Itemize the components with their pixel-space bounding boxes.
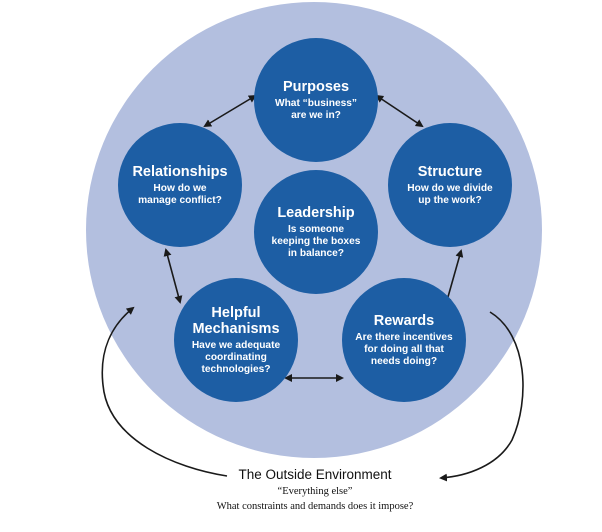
node-relationships-title: Relationships xyxy=(132,163,228,180)
arrow-purposes-structure xyxy=(375,94,424,128)
node-mechanisms-question: Have we adequate coordinating technologi… xyxy=(191,339,281,375)
node-relationships: Relationships How do we manage conflict? xyxy=(118,123,242,247)
node-leadership-title: Leadership xyxy=(277,204,355,221)
node-leadership-question: Is someone keeping the boxes in balance? xyxy=(271,223,361,259)
node-structure: Structure How do we divide up the work? xyxy=(388,123,512,247)
node-rewards-title: Rewards xyxy=(373,312,435,329)
node-purposes-title: Purposes xyxy=(282,78,350,95)
arrow-environment-right xyxy=(439,311,524,482)
environment-title: The Outside Environment xyxy=(238,467,392,482)
node-relationships-question: How do we manage conflict? xyxy=(138,182,222,206)
arrow-relationships-purposes xyxy=(203,94,257,128)
node-rewards-question: Are there incentives for doing all that … xyxy=(355,331,453,367)
node-rewards: Rewards Are there incentives for doing a… xyxy=(342,278,466,402)
arrow-structure-rewards xyxy=(443,249,464,306)
node-leadership: Leadership Is someone keeping the boxes … xyxy=(254,170,378,294)
node-structure-question: How do we divide up the work? xyxy=(407,182,493,206)
environment-quote: “Everything else” xyxy=(277,486,353,497)
node-purposes-question: What “business” are we in? xyxy=(274,97,358,121)
arrow-environment-left xyxy=(101,306,228,477)
node-helpful-mechanisms: Helpful Mechanisms Have we adequate coor… xyxy=(174,278,298,402)
environment-question: What constraints and demands does it imp… xyxy=(216,501,414,512)
arrow-relationships-mechanisms xyxy=(163,248,183,304)
node-structure-title: Structure xyxy=(417,163,483,180)
outside-environment: The Outside Environment “Everything else… xyxy=(150,466,480,514)
node-mechanisms-title: Helpful Mechanisms xyxy=(192,304,280,337)
node-purposes: Purposes What “business” are we in? xyxy=(254,38,378,162)
